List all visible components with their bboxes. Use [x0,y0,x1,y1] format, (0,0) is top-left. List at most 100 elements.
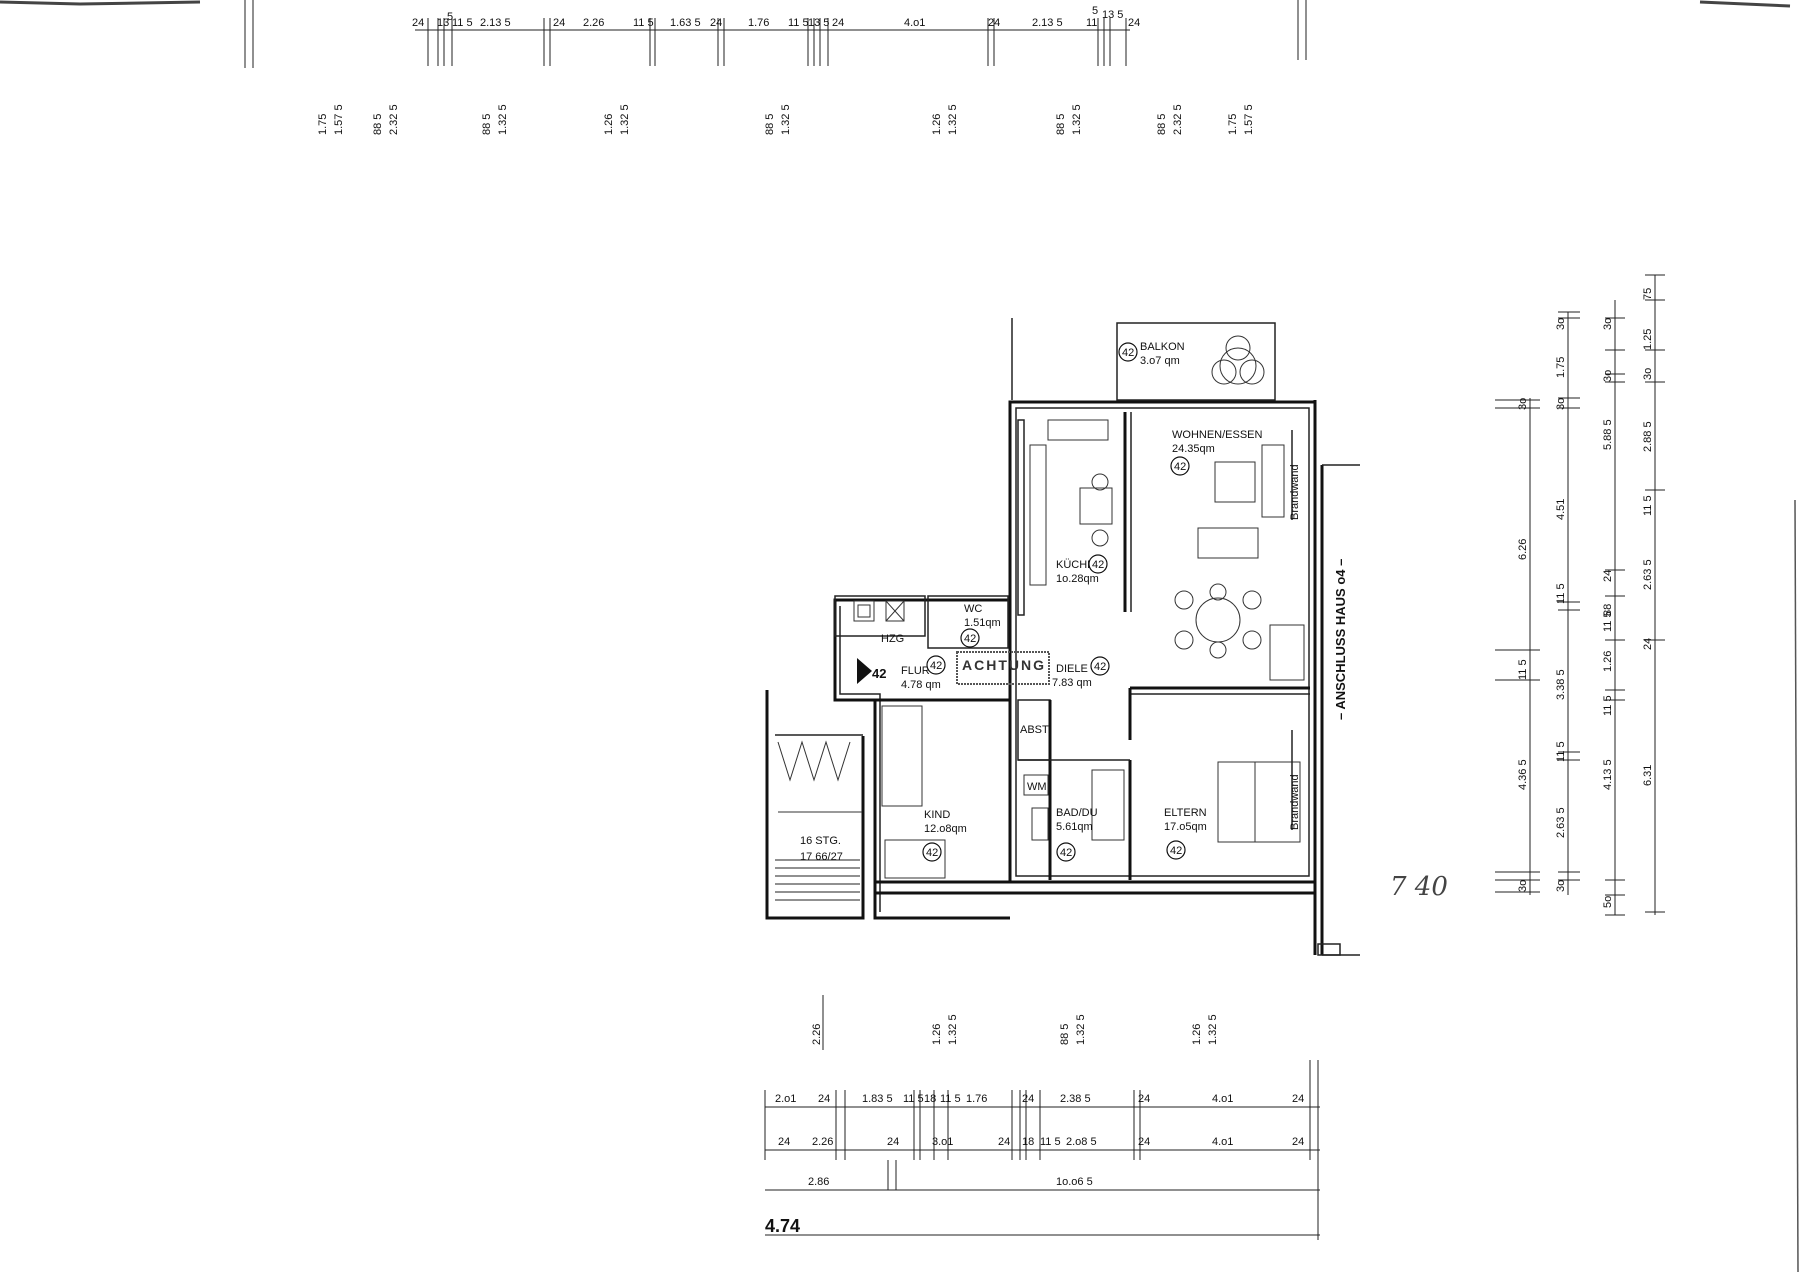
exterior-walls [833,400,1360,956]
dim-top-13: 13 5 [808,17,829,29]
dim-r4-8: 24 [1642,638,1654,650]
dim-top-5: 2.13 5 [480,17,511,29]
diele-unit-circle [1090,656,1110,676]
wohnen-name: WOHNEN/ESSEN [1172,429,1263,441]
dim-b1-11: 4.o1 [1212,1093,1233,1105]
dim-r3-5: 88 [1602,604,1614,616]
dim-r4-6: 11 5 [1642,495,1654,516]
dim-top-12: 11 5 [788,17,809,29]
flur-area: 4.78 qm [901,679,941,691]
dim-b3-1: 2.86 [808,1176,829,1188]
brandwand-label-2-wrap: Brandwand [1289,774,1301,830]
hzg-name: HZG [881,633,904,645]
dim-b2-9: 24 [1138,1136,1150,1148]
anschluss-label: – ANSCHLUSS HAUS o4 – [1333,559,1348,720]
dim-r4-4: 5.88 5 [1602,419,1614,450]
dim-r1-4: 4.36 5 [1517,759,1529,790]
dim-top-19: 5 [1092,5,1098,17]
dim-b1-4: 11 5 [903,1093,924,1105]
bad-unit-circle [1056,842,1076,862]
kind-unit: 42 [926,847,938,859]
wm-box [1023,774,1049,796]
anschluss-label-wrap: – ANSCHLUSS HAUS o4 – [1333,559,1348,720]
dim-top-11: 1.76 [748,17,769,29]
dim-r3-8: 4.13 5 [1602,759,1614,790]
dim-top-18: 11 [1086,17,1097,29]
balcony [1011,318,1276,401]
dim-open-top-11: 1.26 [931,114,943,135]
eltern-area: 17.o5qm [1164,821,1207,833]
dim-r2-1: 3o [1555,318,1567,330]
kueche-name: KÜCHE [1056,559,1095,571]
dim-open-top-15: 88 5 [1156,114,1168,135]
dim-r3-7: 11 5 [1602,695,1614,716]
dim-b2-6: 18 [1022,1136,1034,1148]
dim-b2-3: 24 [887,1136,899,1148]
dim-top-2: 13 [437,17,449,29]
top-opening-dims: 1.75 1.57 5 88 5 2.32 5 88 5 1.32 5 1.26… [317,104,1255,135]
dim-b3-2: 1o.o6 5 [1056,1176,1093,1188]
dim-b1-5: 18 [924,1093,936,1105]
entrance-marker: 42 [857,658,886,684]
dim-open-bot-2: 1.26 [931,1024,943,1045]
dim-top-10: 24 [710,17,722,29]
kind-area: 12.o8qm [924,823,967,835]
kueche-unit-circle [1088,554,1108,574]
diele-area: 7.83 qm [1052,677,1092,689]
hzg-block [834,595,926,637]
dim-open-top-3: 88 5 [372,114,384,135]
dim-b2-8: 2.o8 5 [1066,1136,1097,1148]
balkon-area: 3.o7 qm [1140,355,1180,367]
dim-b1-3: 1.83 5 [862,1093,893,1105]
entrance-unit: 42 [872,666,886,681]
brandwand-label-2: Brandwand [1289,774,1301,830]
flur-unit: 42 [930,660,942,672]
dim-r1-1: 3o [1517,398,1529,410]
dim-top-20: 13 5 [1102,9,1123,21]
balkon-name: BALKON [1140,341,1185,353]
dim-r1-2: 6.26 [1517,539,1529,560]
dim-b1-8: 24 [1022,1093,1034,1105]
dim-top-15: 4.o1 [904,17,925,29]
dim-r2-2: 1.75 [1555,357,1567,378]
brandwand-label-1: Brandwand [1289,464,1301,520]
kueche-area: 1o.28qm [1056,573,1099,585]
dim-r4-7: 2.63 5 [1642,559,1654,590]
bottom-opening-dims: 2.26 1.26 1.32 5 88 5 1.32 5 1.26 1.32 5 [811,995,1219,1050]
dim-b1-10: 24 [1138,1093,1150,1105]
kind-furniture [881,705,946,879]
dim-top-6: 24 [553,17,565,29]
dim-top-17: 2.13 5 [1032,17,1063,29]
stair-name: 16 STG. [800,835,841,847]
dim-r4-1: 75 [1642,288,1654,300]
dim-open-bot-7: 1.32 5 [1207,1014,1219,1045]
dim-top-3: 5 [447,11,453,23]
dim-b2-2: 2.26 [812,1136,833,1148]
dim-open-top-1: 1.75 [317,114,329,135]
dim-r4-2: 1.25 [1642,329,1654,350]
stair-ratio: 17 66/27 [800,851,843,863]
dim-open-top-18: 1.57 5 [1243,104,1255,135]
dim-r3-9: 5o [1602,896,1614,908]
stamp-text: ACHTUNG [962,657,1046,673]
dim-bottom-total: 4.74 [765,1216,800,1236]
dim-top-16: 24 [988,17,1000,29]
dim-open-top-2: 1.57 5 [333,104,345,135]
scan-edge-top-left [0,0,201,6]
right-dimension-columns: 3o 6.26 11 5 4.36 5 3o 3o 1.75 3o 4.51 1… [1495,274,1665,916]
dim-r2-4: 4.51 [1555,499,1567,520]
dim-top-9: 1.63 5 [670,17,701,29]
dim-open-top-4: 2.32 5 [388,104,400,135]
dim-open-top-16: 2.32 5 [1172,104,1184,135]
dim-top-7: 2.26 [583,17,604,29]
bath-furniture [1031,769,1125,841]
dim-r1-3: 11 5 [1517,659,1529,680]
dim-open-top-9: 88 5 [764,114,776,135]
dim-top-8: 11 5 [633,17,654,29]
bottom-dimension-rows: 2.o1 24 1.83 5 11 5 18 11 5 1.76 24 2.38… [764,1060,1320,1240]
dim-open-top-8: 1.32 5 [619,104,631,135]
dim-b1-7: 1.76 [966,1093,987,1105]
dim-open-top-5: 88 5 [481,114,493,135]
dim-b1-6: 11 5 [940,1093,961,1105]
